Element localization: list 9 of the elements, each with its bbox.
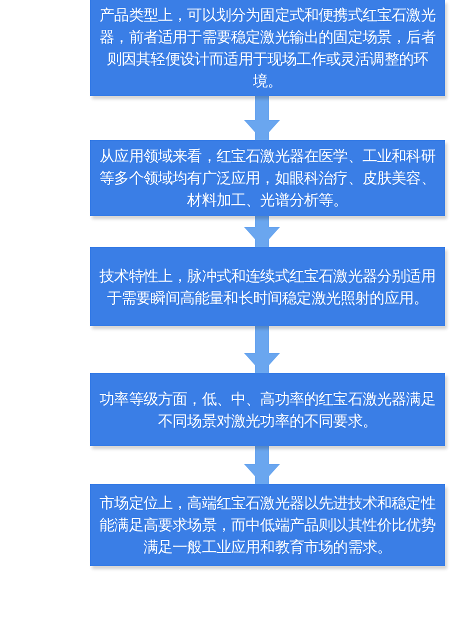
process-box: 功率等级方面，低、中、高功率的红宝石激光器满足不同场景对激光功率的不同要求。 (90, 373, 445, 446)
arrow (244, 96, 280, 140)
process-box: 市场定位上，高端红宝石激光器以先进技术和稳定性能满足高要求场景，而中低端产品则以其性价比优势满足一般工业应用和教育市场的需求。 (90, 484, 445, 566)
process-box: 产品类型上，可以划分为固定式和便携式红宝石激光器，前者适用于需要稳定激光输出的固定场景，后者则因其轻便设计而适用于现场工作或灵活调整的环境。 (90, 0, 445, 96)
arrow (244, 446, 280, 484)
process-box: 技术特性上，脉冲式和连续式红宝石激光器分别适用于需要瞬间高能量和长时间稳定激光照射的应用。 (90, 247, 445, 326)
arrow (244, 216, 280, 247)
process-box: 从应用领域来看，红宝石激光器在医学、工业和科研等多个领域均有广泛应用，如眼科治疗、皮肤美容、材料加工、光谱分析等。 (90, 140, 445, 216)
arrow (244, 326, 280, 373)
